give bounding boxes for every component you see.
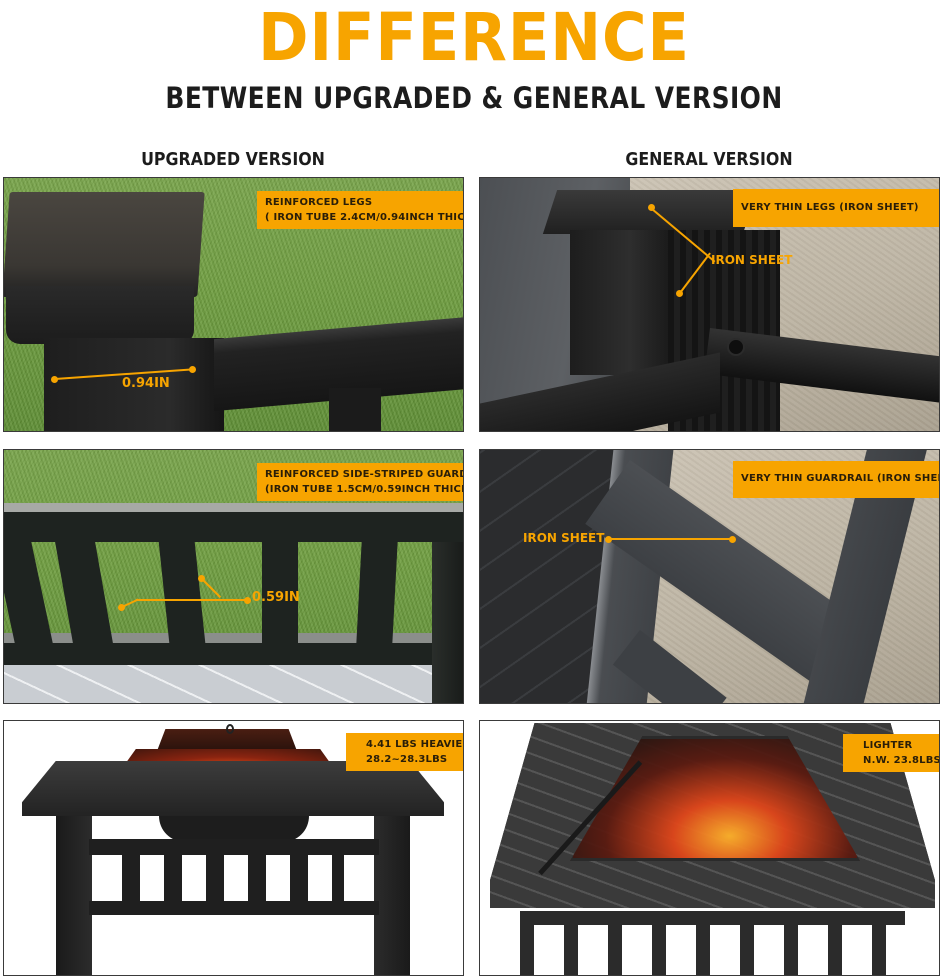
upgraded-legs-photo: 0.94IN REINFORCED LEGS ( IRON TUBE 2.4CM… [3, 177, 464, 432]
feature-tag: VERY THIN GUARDRAIL (IRON SHEET) [733, 461, 940, 498]
feature-tag: VERY THIN LEGS (IRON SHEET) [733, 189, 939, 227]
callout-dot-bottom [676, 290, 683, 297]
page-title: DIFFERENCE [258, 0, 690, 76]
rail-bottom-highlight [4, 633, 463, 643]
front-rail-bottom [89, 901, 379, 915]
measurement-label: 0.59IN [252, 590, 300, 605]
page-subtitle: BETWEEN UPGRADED & GENERAL VERSION [165, 81, 783, 115]
rail-support [329, 388, 381, 431]
leg-front-right [374, 816, 410, 975]
callout-dot-left [605, 536, 612, 543]
upgraded-guardrail-photo: 0.59IN REINFORCED SIDE-STRIPED GUARDRAIL… [3, 449, 464, 704]
feature-tag: 4.41 LBS HEAVIER 28.2~28.3LBS [346, 733, 464, 771]
legs-and-rail [520, 911, 905, 975]
leg-cap [4, 192, 205, 297]
rail-end-post [432, 542, 463, 703]
rail-picket [55, 542, 113, 643]
rail-bottom-bar [4, 643, 434, 665]
callout-line [609, 538, 731, 540]
firepit-lid-top [157, 729, 297, 751]
callout-label: IRON SHEET [523, 531, 605, 545]
callout-dot-right [729, 536, 736, 543]
tag-line-2: ( IRON TUBE 2.4CM/0.94INCH THICKNESS) [265, 212, 463, 223]
callout-label: IRON SHEET [711, 253, 793, 267]
front-rail-top [89, 839, 379, 855]
measure-line-left [121, 598, 139, 608]
fire-bowl [159, 816, 309, 842]
tag-line-1: 4.41 LBS HEAVIER [366, 739, 464, 750]
measure-dot-left [51, 376, 58, 383]
rail-picket [4, 542, 53, 643]
rail-top-highlight [4, 503, 463, 512]
tag-line-1: REINFORCED LEGS [265, 197, 373, 208]
lid-handle [226, 724, 234, 734]
tag-line-2: N.W. 23.8LBS [863, 755, 940, 766]
feature-tag: REINFORCED SIDE-STRIPED GUARDRAIL (IRON … [257, 463, 463, 501]
measure-line [136, 599, 248, 601]
bolt-head [727, 338, 745, 356]
column-heading-general: GENERAL VERSION [625, 149, 793, 170]
rail-picket [356, 542, 398, 643]
tag-line-2: 28.2~28.3LBS [366, 754, 448, 765]
leg-cap-rim [6, 286, 194, 344]
callout-dot-top [648, 204, 655, 211]
floor-tiles [4, 665, 463, 703]
tag-line-1: VERY THIN LEGS (IRON SHEET) [741, 202, 919, 213]
feature-tag: LIGHTER N.W. 23.8LBS [843, 734, 940, 772]
feature-tag: REINFORCED LEGS ( IRON TUBE 2.4CM/0.94IN… [257, 191, 463, 229]
general-legs-photo: IRON SHEET VERY THIN LEGS (IRON SHEET) [479, 177, 940, 432]
leg-post [44, 338, 224, 431]
front-pickets [122, 855, 344, 901]
leg-top-plate [542, 190, 758, 234]
rail-picket [262, 542, 298, 643]
rail-top-bar [4, 512, 463, 542]
measure-dot-left [118, 604, 125, 611]
upgraded-firepit-photo: 4.41 LBS HEAVIER 28.2~28.3LBS [3, 720, 464, 976]
sheet-leg-left [570, 230, 670, 375]
general-firepit-photo: LIGHTER N.W. 23.8LBS [479, 720, 940, 976]
rail-picket [158, 542, 206, 643]
tag-line-1: LIGHTER [863, 740, 913, 751]
general-guardrail-photo: IRON SHEET VERY THIN GUARDRAIL (IRON SHE… [479, 449, 940, 704]
tag-line-1: VERY THIN GUARDRAIL (IRON SHEET) [741, 473, 940, 484]
tag-line-1: REINFORCED SIDE-STRIPED GUARDRAIL [265, 469, 463, 480]
measure-line-top [201, 578, 222, 599]
tag-line-2: (IRON TUBE 1.5CM/0.59INCH THICKNESS) [265, 484, 463, 495]
measurement-label: 0.94IN [122, 376, 170, 391]
column-heading-upgraded: UPGRADED VERSION [141, 149, 325, 170]
leg-front-left [56, 816, 92, 975]
